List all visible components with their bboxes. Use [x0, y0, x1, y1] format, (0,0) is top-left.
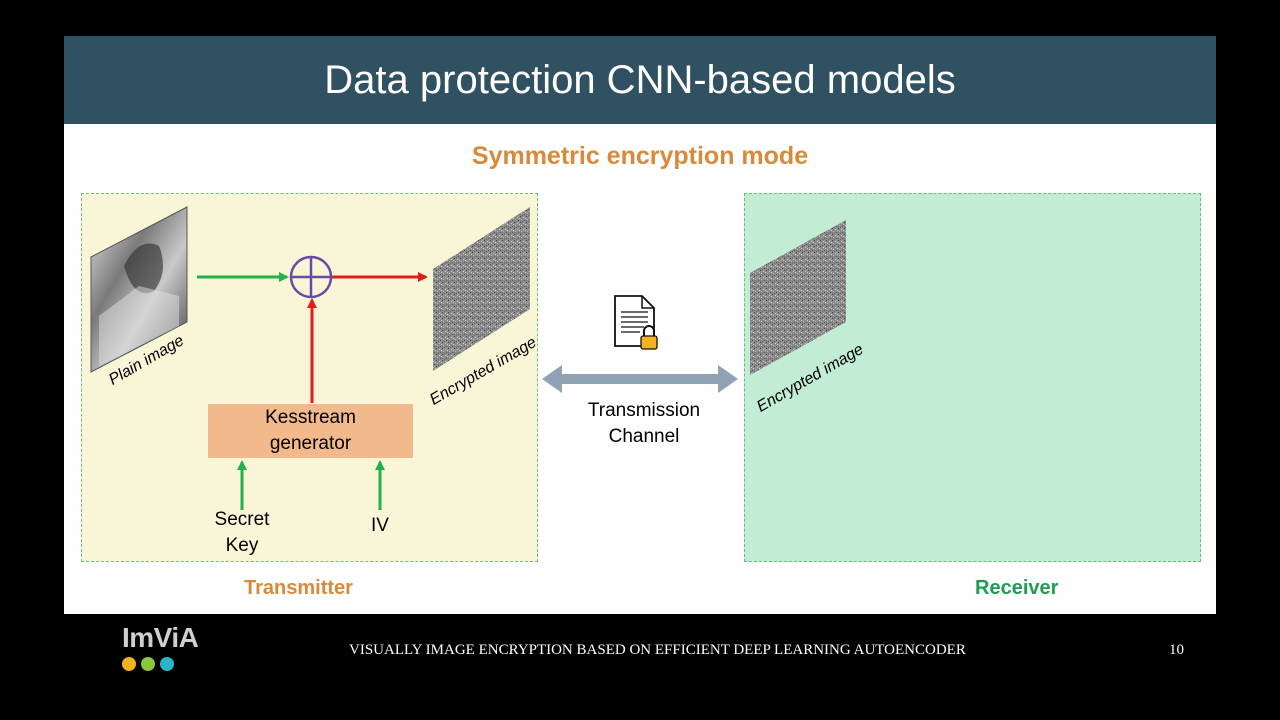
secret-key-label: Secret Key	[202, 507, 282, 559]
keystream-line1: Kesstream	[265, 407, 356, 428]
keystream-generator: Kesstream generator	[208, 404, 413, 458]
footer-text: VISUALLY IMAGE ENCRYPTION BASED ON EFFIC…	[349, 642, 966, 658]
plain-image	[90, 206, 188, 373]
receiver-label: Receiver	[975, 577, 1059, 599]
xor-icon	[289, 255, 333, 299]
logo-dot-yellow	[122, 657, 136, 671]
transmission-channel-arrow	[542, 365, 738, 393]
slide-title: Data protection CNN-based models	[324, 57, 956, 102]
slide: Data protection CNN-based models Symmetr…	[64, 36, 1216, 614]
channel-line1: Transmission	[587, 400, 701, 421]
logo-dot-green	[141, 657, 155, 671]
iv-label: IV	[371, 515, 389, 536]
imvia-logo: ImViA	[122, 622, 199, 653]
encrypted-image-rx	[750, 220, 846, 375]
secret-key-line2: Key	[225, 535, 259, 556]
title-bar: Data protection CNN-based models	[64, 36, 1216, 124]
secret-key-line1: Secret	[214, 509, 270, 530]
channel-line2: Channel	[608, 426, 680, 447]
transmitter-label: Transmitter	[244, 577, 353, 599]
keystream-line2: generator	[269, 433, 352, 454]
channel-label: Transmission Channel	[564, 398, 724, 450]
slide-subtitle: Symmetric encryption mode	[471, 142, 809, 170]
diagram-graphics	[90, 206, 846, 510]
encrypted-image-tx	[433, 207, 530, 371]
locked-document-icon	[614, 295, 658, 350]
logo-dot-teal	[160, 657, 174, 671]
page-number: 10	[1169, 642, 1184, 658]
